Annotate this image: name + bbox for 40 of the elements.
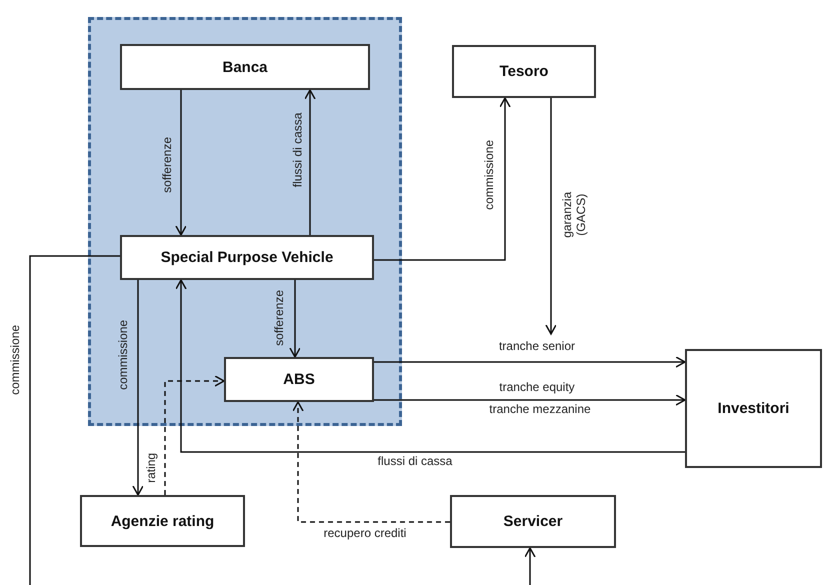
process-box <box>224 357 374 402</box>
process-box <box>452 45 596 98</box>
arrow <box>164 375 225 495</box>
arrow <box>292 401 450 523</box>
edge-label: flussi di cassa <box>291 112 305 188</box>
edge-label: flussi di cassa <box>378 455 452 469</box>
process-box <box>685 349 822 468</box>
process-box <box>120 44 370 90</box>
node-label: Tesoro <box>500 63 548 80</box>
edge-label: tranche senior <box>498 340 576 354</box>
arrow <box>374 356 686 368</box>
arrow <box>374 394 686 406</box>
arrow <box>289 280 301 358</box>
edge-label: garanzia (GACS) <box>561 192 589 238</box>
process-box <box>450 495 616 548</box>
edge-label: commissione <box>9 324 23 395</box>
arrow <box>545 98 557 335</box>
edge-label: recupero crediti <box>324 527 406 541</box>
edge-label: rating <box>145 452 159 483</box>
arrow <box>132 280 144 496</box>
group-band <box>88 17 402 426</box>
arrow <box>175 279 685 453</box>
edge-label: commissione <box>483 140 497 210</box>
process-box <box>120 235 374 280</box>
node-label: Agenzie rating <box>110 512 214 530</box>
arrow <box>304 89 316 235</box>
edge-label: sofferenze <box>273 290 287 346</box>
node-label: Investitori <box>718 400 790 417</box>
node-label: ABS <box>283 371 315 388</box>
process-box <box>80 495 245 547</box>
edge-label: sofferenze <box>161 137 175 193</box>
node-label: Banca <box>222 58 268 76</box>
arrow <box>175 90 187 236</box>
arrow <box>524 547 536 585</box>
edge-label: tranche equity <box>499 381 575 395</box>
annotation-text: tranche mezzanine <box>489 403 591 417</box>
node-label: Servicer <box>503 513 563 530</box>
arrow <box>374 97 511 261</box>
edge-label: commissione <box>117 320 131 390</box>
node-label: Special Purpose Vehicle <box>160 249 334 266</box>
